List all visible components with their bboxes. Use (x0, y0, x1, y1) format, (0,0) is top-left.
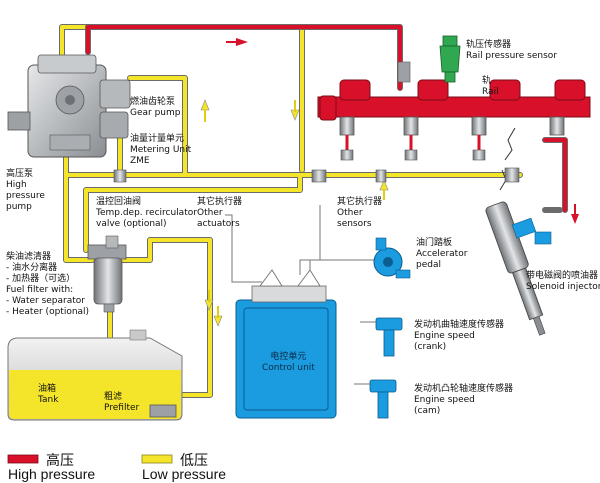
legend-high-swatch (7, 454, 39, 464)
accelerator-pedal (373, 237, 411, 279)
rail-pressure-sensor (439, 35, 461, 83)
legend-high-en: High pressure (8, 466, 96, 482)
fuel-filter (87, 235, 127, 313)
line-connectors (113, 167, 520, 183)
high-pressure-pump (7, 54, 131, 158)
signal-wires (225, 205, 380, 283)
legend-high-cn: 高压 (46, 452, 74, 468)
high-pressure-lines (85, 24, 568, 213)
control-unit (235, 269, 337, 419)
common-rail (317, 61, 591, 191)
fuel-filter-label: 柴油滤清器- 油水分离器- 加热器（可选）Fuel filter with:- … (6, 252, 90, 317)
solenoid-injector (485, 201, 552, 336)
legend-low-en: Low pressure (142, 466, 227, 482)
legend-low-cn: 低压 (180, 452, 208, 468)
fuel-tank (7, 329, 183, 421)
crank-speed-sensor (360, 317, 403, 357)
legend-low-swatch (141, 454, 173, 464)
cam-speed-sensor (354, 379, 397, 419)
